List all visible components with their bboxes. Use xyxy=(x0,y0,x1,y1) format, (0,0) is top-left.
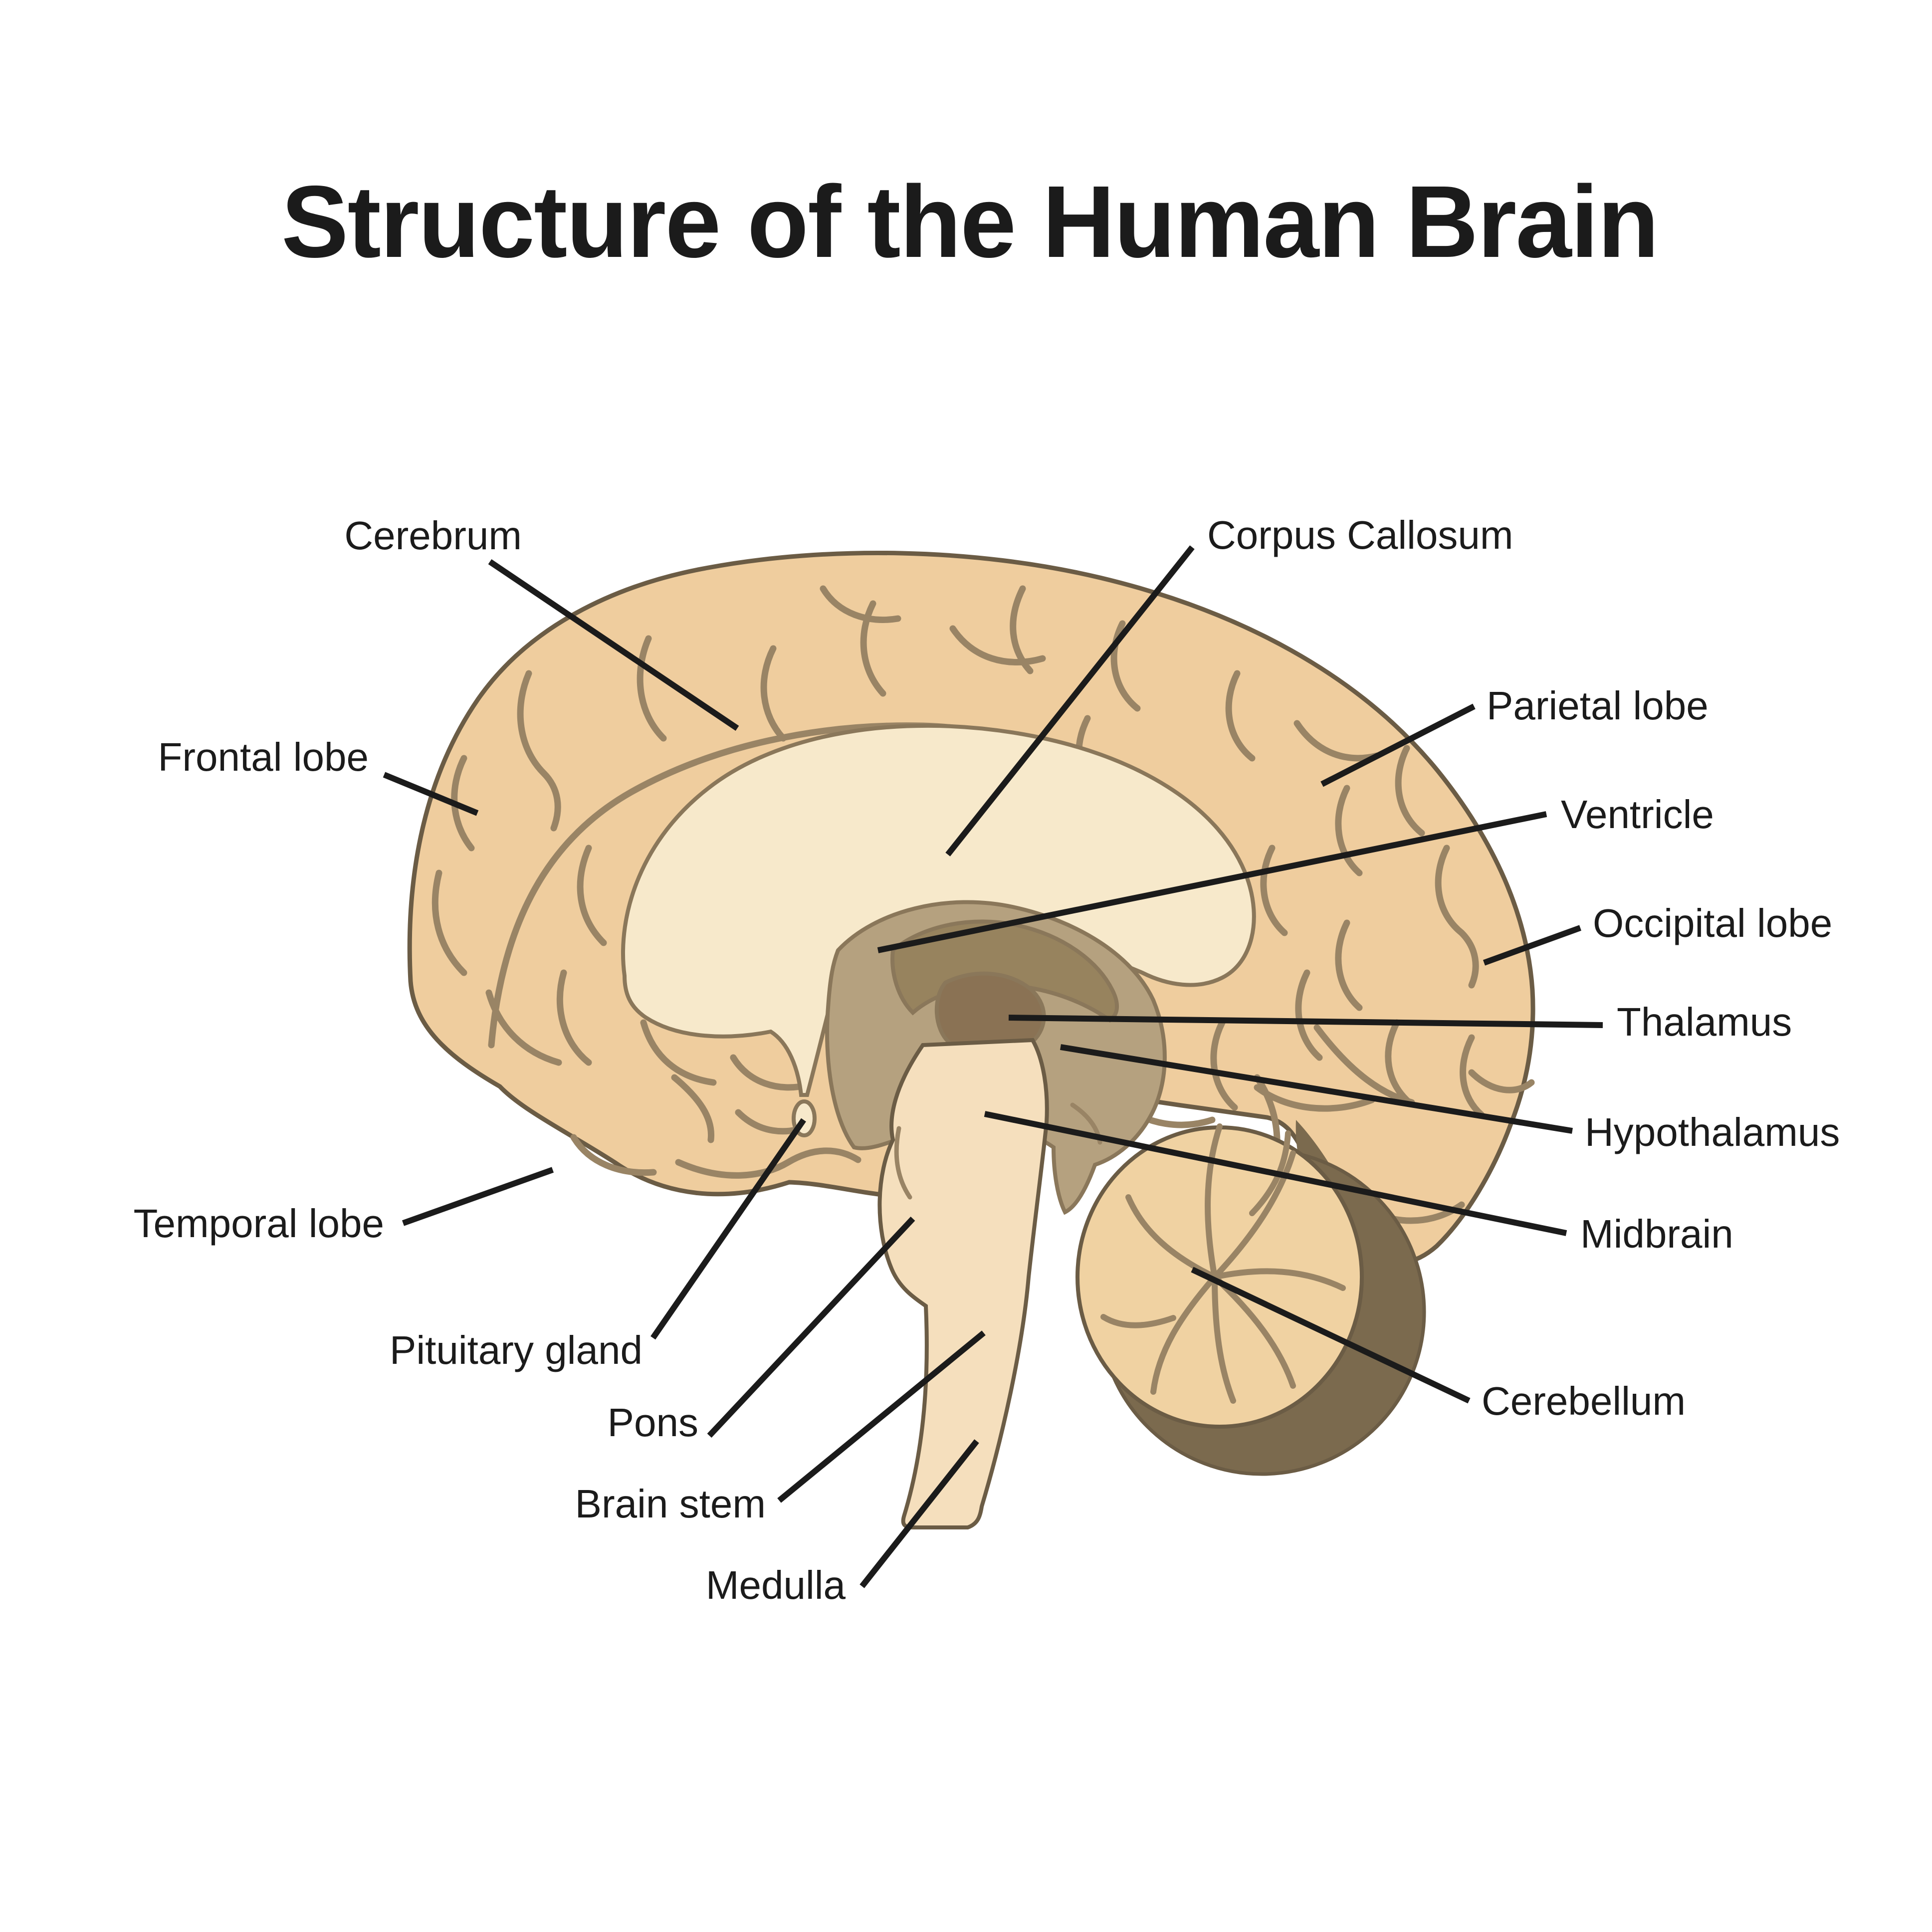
leader-line-midbrain xyxy=(984,1111,1567,1236)
label-thalamus: Thalamus xyxy=(1617,1000,1792,1044)
labels: Cerebrum Corpus Callosum Frontal lobe Pa… xyxy=(134,513,1840,1607)
leader-line-frontal-lobe xyxy=(383,772,479,816)
leader-line-cerebrum xyxy=(488,559,739,731)
label-parietal-lobe: Parietal lobe xyxy=(1487,683,1709,728)
leader-line-occipital-lobe xyxy=(1483,925,1582,966)
leader-line-hypothalamus xyxy=(1060,1044,1573,1134)
label-pons: Pons xyxy=(608,1400,698,1445)
label-midbrain: Midbrain xyxy=(1580,1212,1733,1256)
leader-line-pons xyxy=(707,1216,915,1438)
leader-line-ventricle xyxy=(877,811,1547,953)
leader-line-temporal-lobe xyxy=(402,1167,554,1226)
leader-line-brain-stem xyxy=(777,1330,986,1503)
leader-line-medulla xyxy=(859,1439,979,1588)
leader-line-pituitary-gland xyxy=(650,1118,806,1340)
leader-line-thalamus xyxy=(1008,1015,1603,1028)
brain-stem-shape xyxy=(877,1038,1049,1529)
label-temporal-lobe: Temporal lobe xyxy=(134,1201,385,1246)
label-pituitary-gland: Pituitary gland xyxy=(390,1328,643,1372)
label-brain-stem: Brain stem xyxy=(575,1482,766,1526)
label-corpus-callosum: Corpus Callosum xyxy=(1207,513,1513,557)
leader-line-cerebellum xyxy=(1191,1267,1471,1404)
label-medulla: Medulla xyxy=(706,1563,846,1607)
label-occipital-lobe: Occipital lobe xyxy=(1593,901,1832,945)
label-cerebellum: Cerebellum xyxy=(1482,1379,1686,1423)
page-title: Structure of the Human Brain xyxy=(281,165,1658,279)
leader-lines xyxy=(383,545,1603,1588)
leader-line-corpus-callosum xyxy=(945,545,1195,857)
label-frontal-lobe: Frontal lobe xyxy=(158,735,369,779)
label-hypothalamus: Hypothalamus xyxy=(1585,1110,1840,1154)
label-ventricle: Ventricle xyxy=(1561,792,1714,837)
label-cerebrum: Cerebrum xyxy=(344,513,522,558)
leader-line-parietal-lobe xyxy=(1320,703,1476,787)
